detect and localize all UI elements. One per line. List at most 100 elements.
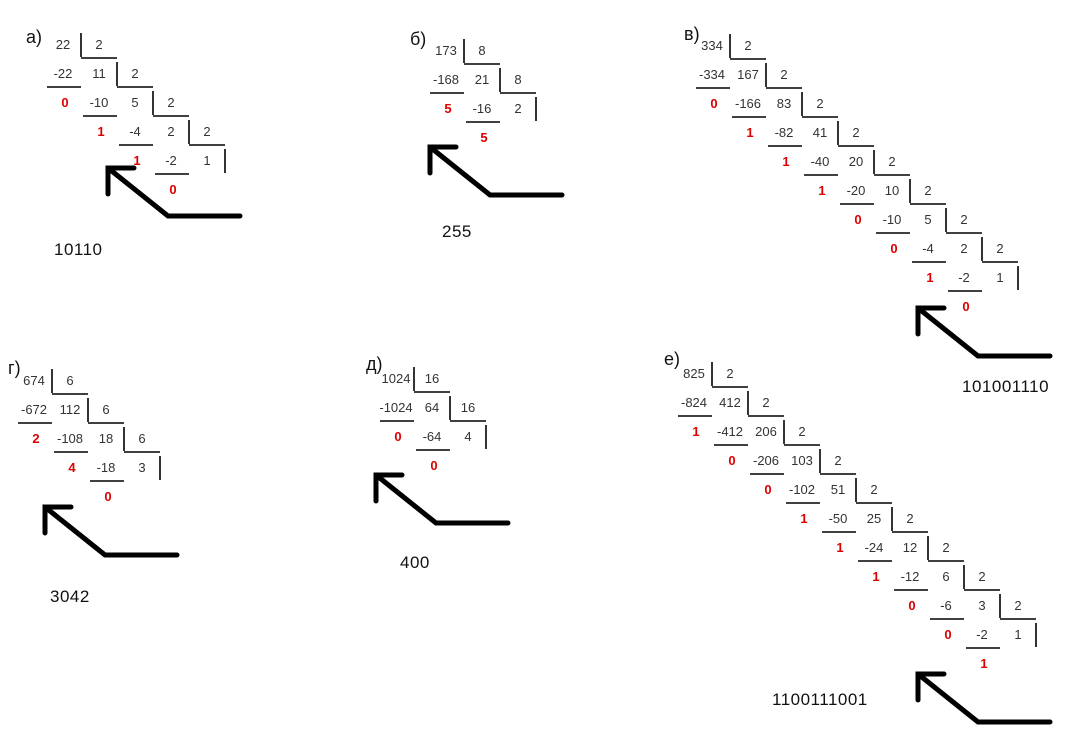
quotient-value: 51	[830, 482, 846, 497]
subtract-value: -672	[20, 402, 48, 417]
quotient-value: 4	[464, 429, 472, 444]
subtract-value: -102	[788, 482, 816, 497]
dividend-value: 825	[683, 366, 705, 381]
subtract-value: -6	[940, 598, 952, 613]
subtract-value: -10	[882, 212, 902, 227]
quotient-value: 12	[902, 540, 918, 555]
quotient-value: 5	[131, 95, 139, 110]
result-value: 101001110	[962, 377, 1050, 396]
quotient-value: 3	[138, 460, 146, 475]
divisor-value: 2	[744, 38, 752, 53]
read-direction-arrow-icon	[915, 305, 1053, 359]
remainder-value: 1	[872, 569, 880, 584]
result-value: 400	[400, 553, 430, 572]
remainder-value: 2	[32, 431, 40, 446]
remainder-value: 0	[854, 212, 862, 227]
subtract-value: -4	[129, 124, 141, 139]
subtract-value: -20	[846, 183, 866, 198]
subtract-value: -2	[165, 153, 177, 168]
remainder-value: 0	[890, 241, 898, 256]
remainder-value: 4	[68, 460, 76, 475]
divisor-value: 2	[996, 241, 1004, 256]
divisor-value: 6	[102, 402, 110, 417]
remainder-value: 0	[944, 627, 952, 642]
problem-label: в)	[684, 24, 700, 44]
subtract-value: -108	[56, 431, 84, 446]
subtract-value: -1024	[379, 400, 413, 415]
subtract-value: -18	[96, 460, 116, 475]
arrow-head-icon	[915, 305, 947, 337]
divisor-value: 2	[960, 212, 968, 227]
remainder-value: 1	[800, 511, 808, 526]
divisor-value: 2	[726, 366, 734, 381]
quotient-value: 1	[203, 153, 211, 168]
divisor-value: 8	[514, 72, 522, 87]
subtract-value: -10	[89, 95, 109, 110]
divisor-value: 2	[95, 37, 103, 52]
subtract-value: -82	[774, 125, 794, 140]
quotient-value: 1	[996, 270, 1004, 285]
problem-label: д)	[366, 354, 383, 374]
divisor-value: 2	[942, 540, 950, 555]
remainder-value: 0	[104, 489, 112, 504]
remainder-value: 1	[133, 153, 141, 168]
remainder-value: 5	[480, 130, 488, 145]
subtract-value: -24	[864, 540, 884, 555]
quotient-value: 412	[719, 395, 741, 410]
divisor-value: 2	[798, 424, 806, 439]
remainder-value: 5	[444, 101, 452, 116]
quotient-value: 112	[59, 402, 81, 417]
divisor-value: 2	[906, 511, 914, 526]
quotient-value: 11	[92, 66, 106, 81]
subtract-value: -412	[716, 424, 744, 439]
remainder-value: 1	[692, 424, 700, 439]
subtract-value: -16	[472, 101, 492, 116]
subtract-value: -40	[810, 154, 830, 169]
remainder-value: 0	[728, 453, 736, 468]
quotient-value: 3	[978, 598, 986, 613]
problem-label: е)	[664, 349, 681, 369]
quotient-value: 103	[791, 453, 813, 468]
divisor-value: 2	[131, 66, 139, 81]
quotient-value: 2	[514, 101, 522, 116]
divisor-value: 2	[888, 154, 896, 169]
quotient-value: 18	[98, 431, 114, 446]
divisor-value: 6	[66, 373, 74, 388]
problem-label: б)	[410, 29, 427, 49]
result-value: 255	[442, 222, 472, 241]
quotient-value: 2	[960, 241, 968, 256]
remainder-value: 0	[908, 598, 916, 613]
result-value: 1100111001	[772, 690, 868, 709]
remainder-value: 0	[430, 458, 438, 473]
quotient-value: 6	[942, 569, 950, 584]
arrow-head-icon	[427, 144, 459, 176]
remainder-value: 1	[818, 183, 826, 198]
subtract-value: -2	[976, 627, 988, 642]
problem-label: г)	[8, 358, 21, 378]
subtract-value: -206	[752, 453, 780, 468]
quotient-value: 21	[474, 72, 490, 87]
divisor-value: 2	[762, 395, 770, 410]
quotient-value: 25	[866, 511, 882, 526]
remainder-value: 0	[169, 182, 177, 197]
divisor-value: 2	[203, 124, 211, 139]
arrow-head-icon	[373, 472, 405, 504]
divisor-value: 2	[870, 482, 878, 497]
quotient-value: 41	[812, 125, 828, 140]
divisor-value: 16	[424, 371, 440, 386]
quotient-value: 83	[776, 96, 792, 111]
dividend-value: 334	[701, 38, 723, 53]
dividend-value: 173	[435, 43, 457, 58]
remainder-value: 0	[61, 95, 69, 110]
remainder-value: 1	[926, 270, 934, 285]
divisor-value: 2	[924, 183, 932, 198]
arrow-head-icon	[915, 671, 947, 703]
result-value: 10110	[54, 240, 103, 259]
result-value: 3042	[50, 587, 90, 606]
subtract-value: -334	[698, 67, 726, 82]
read-direction-arrow-icon	[105, 165, 243, 219]
quotient-value: 64	[424, 400, 440, 415]
remainder-value: 0	[394, 429, 402, 444]
